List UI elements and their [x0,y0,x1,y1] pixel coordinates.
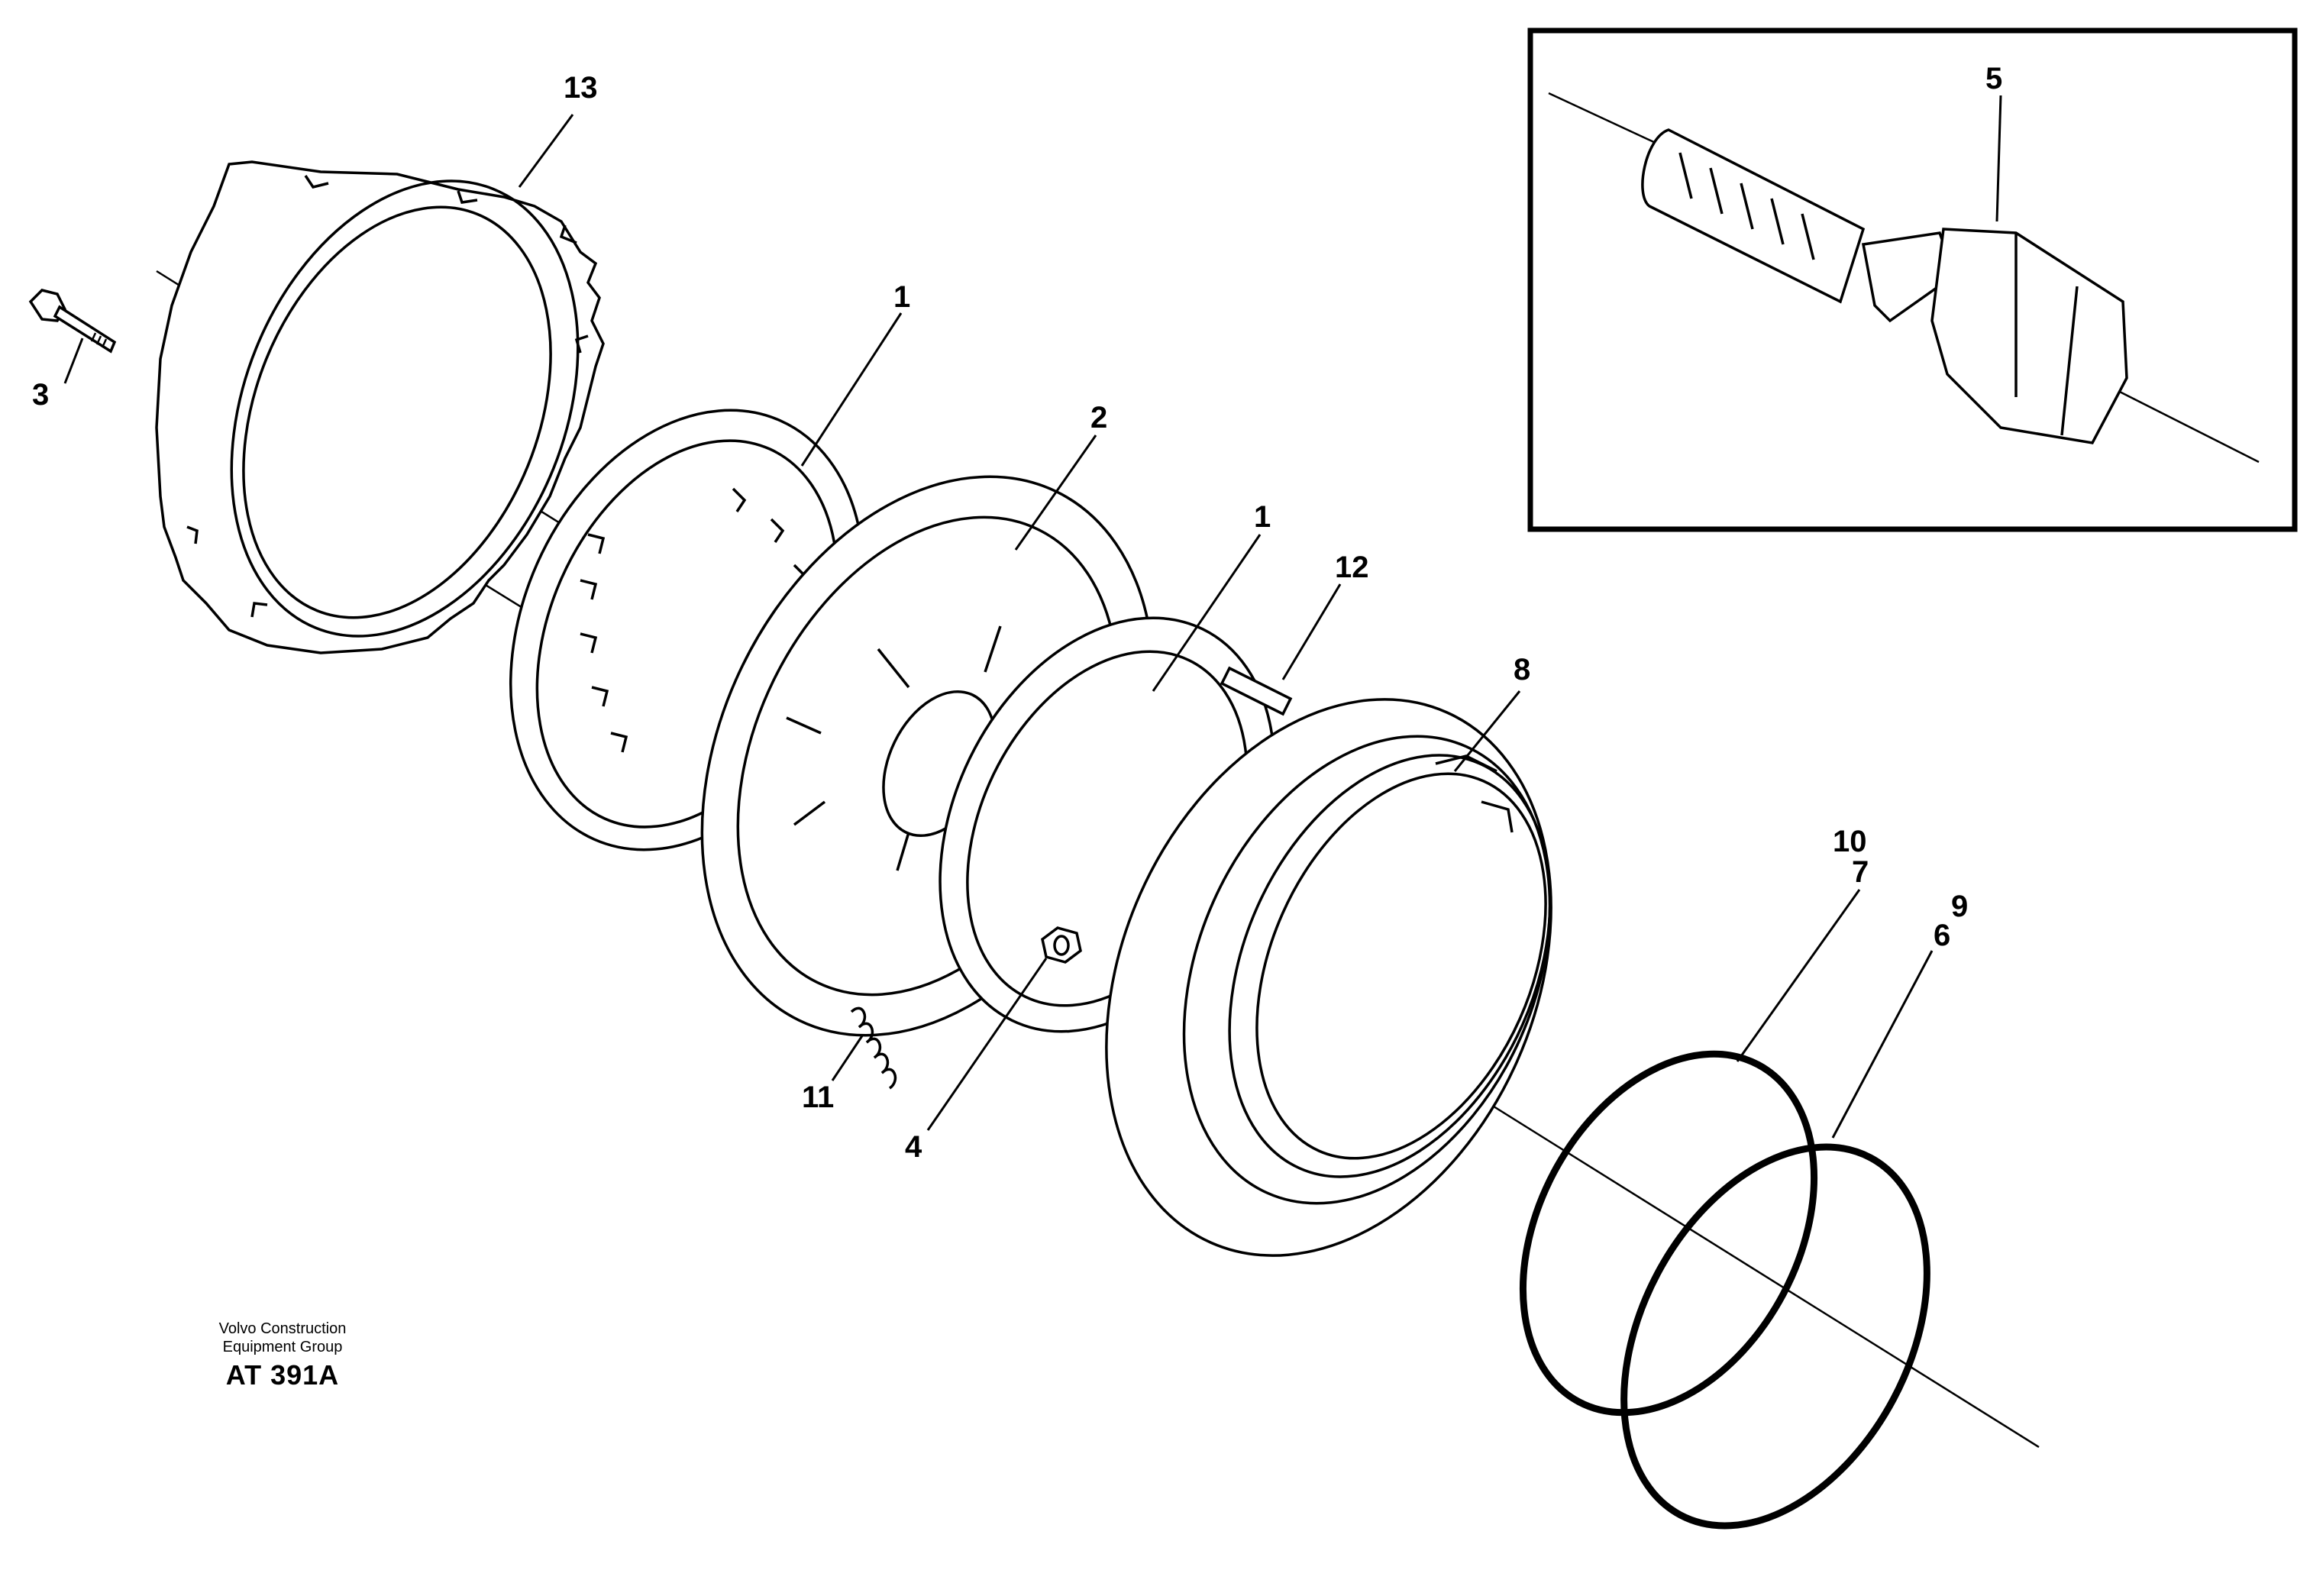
callout-10: 10 [1833,825,1867,858]
callout-labels: 13 3 1 2 1 12 8 5 10 7 9 6 11 4 [32,62,2002,1164]
part-12-pin [1220,666,1293,716]
publisher-footer: Volvo Construction Equipment Group AT 39… [183,1320,382,1391]
leader-lines [63,95,2002,1139]
part-11-spring [850,1006,897,1090]
callout-3: 3 [32,378,49,412]
callout-6: 6 [1934,919,1950,952]
part-5-filter-valve [1641,128,2128,444]
callout-5: 5 [1985,62,2002,95]
callout-11: 11 [802,1081,834,1114]
o-ring-10-7 [1519,1050,1818,1417]
inset-box [1527,27,2298,532]
part-3-bolt [28,289,117,354]
part-8-piston-housing [1105,698,1552,1257]
part-4-nut [1041,926,1082,964]
callout-9: 9 [1951,890,1968,923]
callout-8: 8 [1514,653,1530,687]
callout-1-left: 1 [893,280,910,314]
callout-13: 13 [564,71,598,105]
callout-4: 4 [905,1130,922,1164]
callout-7: 7 [1852,855,1869,889]
publisher-line-1: Volvo Construction [218,1320,347,1337]
illustration-code: AT 391A [225,1359,340,1391]
callout-1-right: 1 [1254,500,1271,534]
part-13-cover-plate [155,160,605,654]
o-ring-9-6 [1620,1143,1930,1530]
callout-12: 12 [1335,551,1369,584]
publisher-line-2: Equipment Group [222,1339,343,1355]
callout-2: 2 [1090,401,1107,435]
